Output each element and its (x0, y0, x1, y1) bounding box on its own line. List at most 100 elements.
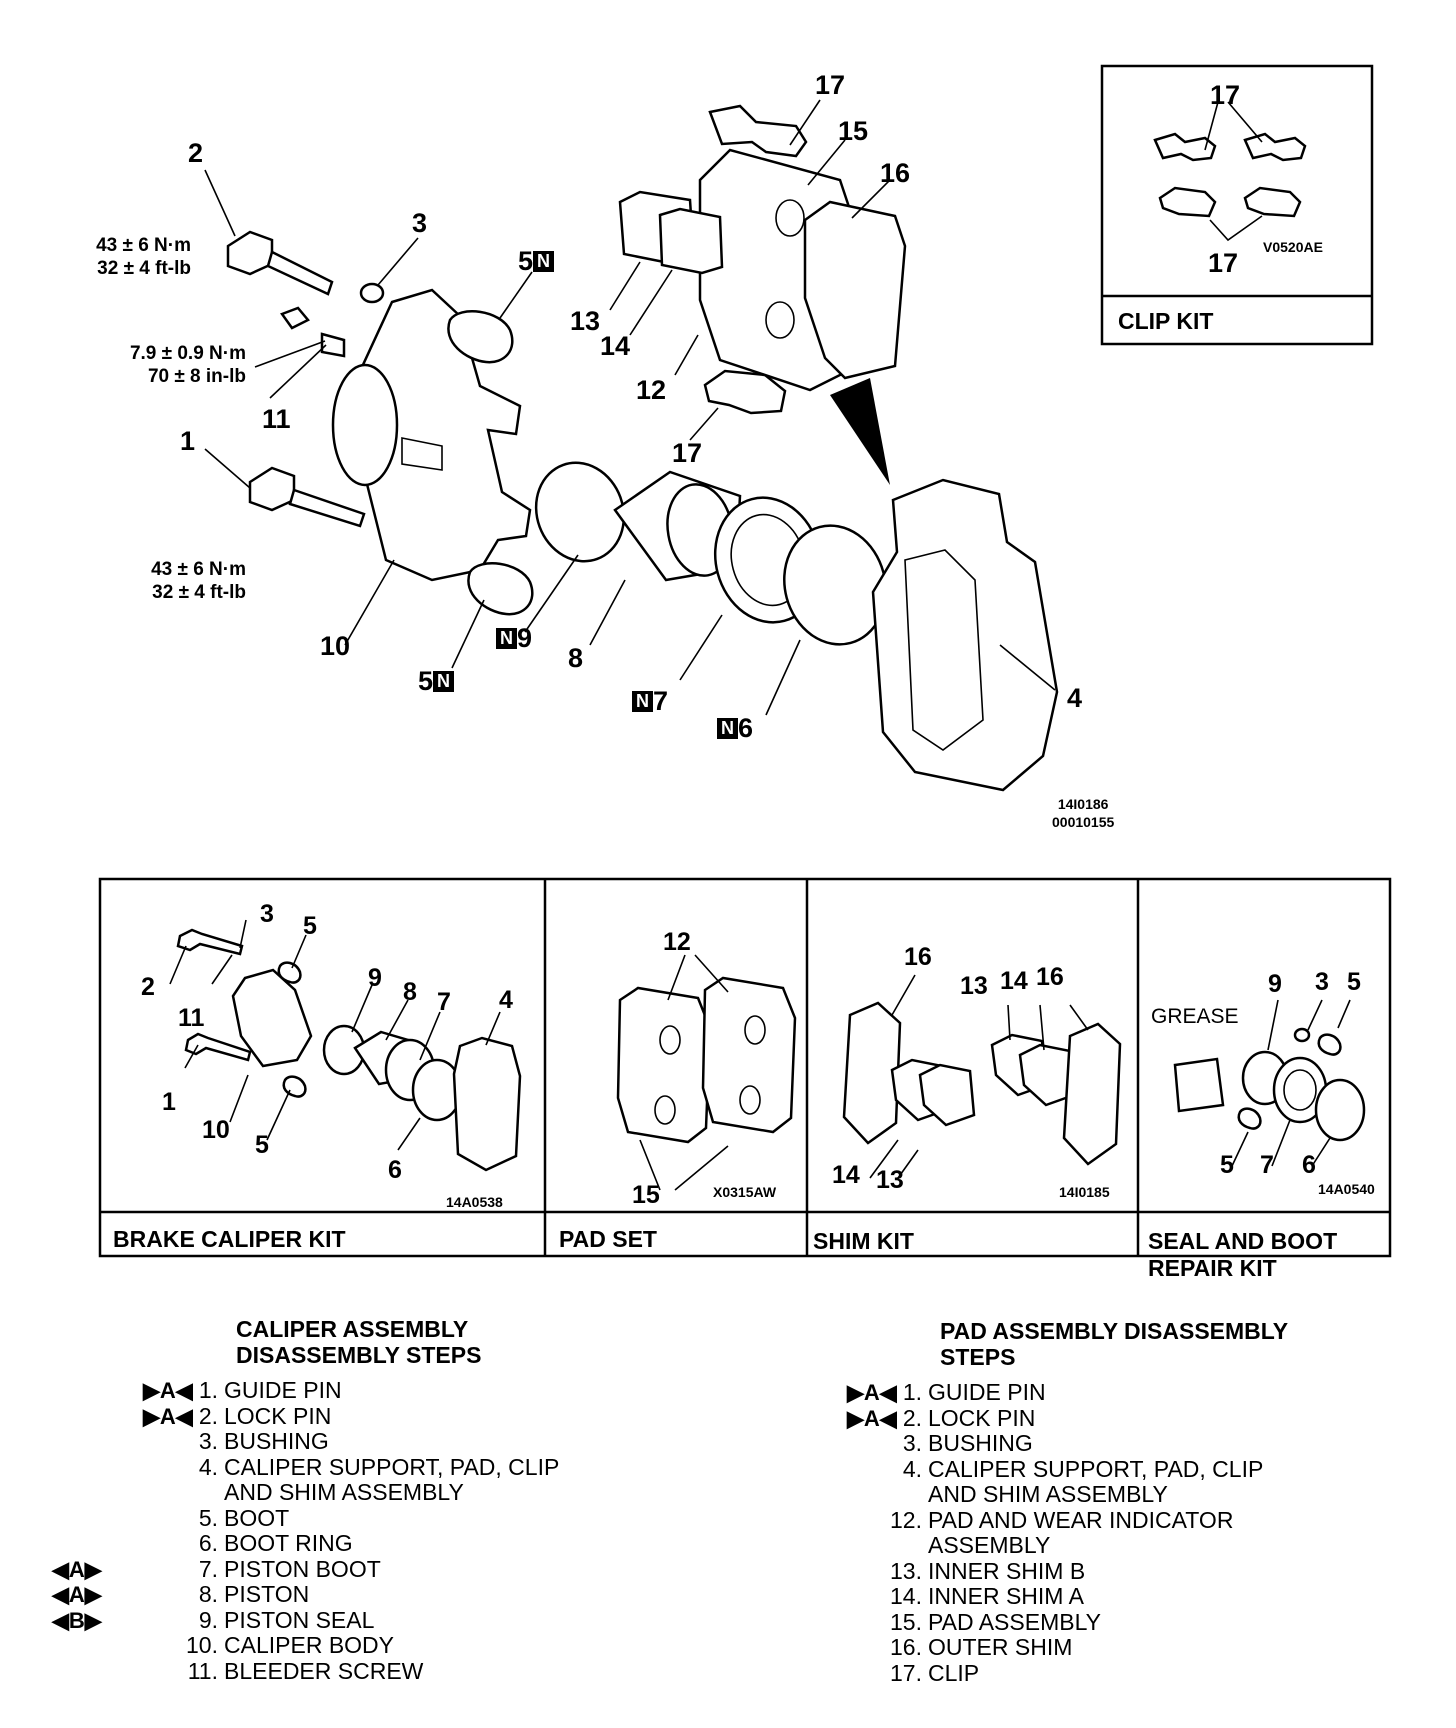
list-item: ◀A▶ 8.PISTON (52, 1581, 310, 1607)
list-item: 6.BOOT RING (198, 1530, 353, 1556)
list-item: 4.CALIPER SUPPORT, PAD, CLIP AND SHIM AS… (198, 1453, 560, 1505)
service-marker: ▶A◀ (847, 1380, 897, 1405)
kit-callout: 13 (960, 972, 988, 1000)
list-item: 12.PAD AND WEAR INDICATOR ASSEMBLY (890, 1506, 1234, 1558)
clip-kit-callout-bottom: 17 (1208, 248, 1239, 278)
kit-callout: 5 (255, 1131, 269, 1159)
caliper-steps-list: ▶A◀ 1.GUIDE PIN ▶A◀ 2.LOCK PIN 3.BUSHING… (52, 1377, 560, 1684)
kit-label: SEAL AND BOOT REPAIR KIT (1148, 1228, 1338, 1281)
callout-2: 2 (188, 138, 204, 168)
clip-kit-code: V0520AE (1263, 239, 1323, 255)
callout-13: 13 (570, 306, 601, 336)
kit-code: X0315AW (713, 1184, 777, 1200)
list-item: ▶A◀ 2.LOCK PIN (847, 1404, 1036, 1431)
list-item: 16.OUTER SHIM (890, 1634, 1073, 1660)
kit-callout: 7 (437, 988, 451, 1016)
service-marker: ◀A▶ (52, 1556, 102, 1582)
kit-callout: 5 (1220, 1151, 1234, 1179)
service-marker: ◀B▶ (52, 1607, 102, 1633)
list-item: 5.BOOT (198, 1504, 290, 1531)
kit-callout: 4 (499, 986, 513, 1014)
service-marker: ▶A◀ (143, 1378, 193, 1403)
lock-pin-torque: 43 ± 6 N·m 32 ± 4 ft-lb (96, 235, 191, 279)
kit-callout: 12 (663, 928, 691, 956)
seal-boot-kit-drawing (1173, 999, 1366, 1167)
list-item: ▶A◀ 2.LOCK PIN (143, 1402, 332, 1429)
list-item: 10.CALIPER BODY (186, 1632, 394, 1658)
clip-kit-callout-top: 17 (1210, 80, 1241, 110)
list-item: 13.INNER SHIM B (890, 1557, 1086, 1584)
kit-callout: 5 (303, 912, 317, 940)
main-exploded-view (204, 99, 1059, 792)
pad-steps-heading: PAD ASSEMBLY DISASSEMBLY STEPS (940, 1318, 1289, 1370)
list-item: 15.PAD ASSEMBLY (890, 1608, 1101, 1635)
figure-code: 14I0186 00010155 (1052, 796, 1115, 830)
callout-11: 11 (262, 404, 291, 434)
new-part-mark: N (496, 628, 517, 649)
clip-kit-frame (1100, 64, 1374, 346)
list-item: 14.INNER SHIM A (890, 1583, 1084, 1609)
list-item: 3.BUSHING (198, 1428, 329, 1454)
guide-pin-torque: 43 ± 6 N·m 32 ± 4 ft-lb (151, 559, 246, 603)
kit-callout: 13 (876, 1166, 904, 1194)
bleeder-torque: 7.9 ± 0.9 N·m 70 ± 8 in-lb (129, 343, 246, 387)
new-part-mark: N (433, 671, 455, 692)
callout-17-mid: 17 (672, 438, 703, 468)
list-item: ◀A▶ 7.PISTON BOOT (52, 1555, 381, 1582)
kit-callout: 11 (178, 1004, 205, 1032)
kit-callout: 6 (1302, 1151, 1316, 1179)
kit-callout: 9 (1268, 970, 1282, 998)
callout-16: 16 (880, 158, 911, 188)
kit-code: 14A0538 (446, 1194, 503, 1210)
list-item: 17.CLIP (890, 1659, 980, 1686)
kit-callout: 1 (162, 1088, 176, 1116)
service-marker: ▶A◀ (847, 1405, 897, 1431)
new-part-mark: N (632, 691, 653, 712)
kit-callout: 10 (202, 1116, 230, 1144)
kit-callout: 16 (1036, 963, 1064, 991)
callout-3: 3 (412, 208, 428, 238)
caliper-steps-heading: CALIPER ASSEMBLY DISASSEMBLY STEPS (236, 1316, 482, 1368)
callout-8: 8 (568, 643, 584, 673)
kit-callout: 2 (141, 973, 155, 1001)
clip-kit-clips (1153, 101, 1307, 242)
pad-set-drawing (616, 954, 797, 1191)
list-item: 11.BLEEDER SCREW (187, 1657, 424, 1684)
list-item: ▶A◀ 1.GUIDE PIN (847, 1379, 1046, 1405)
callout-10: 10 (320, 631, 351, 661)
service-marker: ◀A▶ (52, 1582, 102, 1607)
kit-callout: 8 (403, 978, 417, 1006)
list-item: ▶A◀ 1.GUIDE PIN (143, 1377, 342, 1403)
pad-steps-list: ▶A◀ 1.GUIDE PIN ▶A◀ 2.LOCK PIN 3.BUSHING… (847, 1379, 1264, 1686)
callout-4: 4 (1067, 683, 1083, 713)
shim-kit-drawing (842, 974, 1122, 1179)
kit-label: SHIM KIT (813, 1228, 914, 1254)
list-item: 4.CALIPER SUPPORT, PAD, CLIP AND SHIM AS… (902, 1455, 1264, 1507)
list-item: ◀B▶ 9.PISTON SEAL (52, 1606, 375, 1633)
kit-table-frame (98, 877, 1392, 1258)
new-part-mark: N (717, 718, 738, 739)
kit-callout: 6 (388, 1156, 402, 1184)
kit-callout: 14 (832, 1161, 860, 1189)
kit-callout: 14 (1000, 967, 1028, 995)
kit-label: BRAKE CALIPER KIT (113, 1226, 346, 1252)
callout-12: 12 (636, 375, 667, 405)
kit-callout: 7 (1260, 1151, 1274, 1179)
callout-1: 1 (180, 426, 196, 456)
list-item: 3.BUSHING (902, 1430, 1033, 1456)
kit-callout: 9 (368, 964, 382, 992)
kit-callout: 5 (1347, 968, 1361, 996)
service-marker: ▶A◀ (143, 1403, 193, 1429)
brake-caliper-kit-drawing (169, 919, 522, 1172)
kit-callout: 15 (632, 1181, 660, 1209)
grease-label: GREASE (1151, 1005, 1239, 1028)
kit-code: 14I0185 (1059, 1184, 1110, 1200)
kit-code: 14A0540 (1318, 1181, 1375, 1197)
kit-callout: 16 (904, 943, 932, 971)
